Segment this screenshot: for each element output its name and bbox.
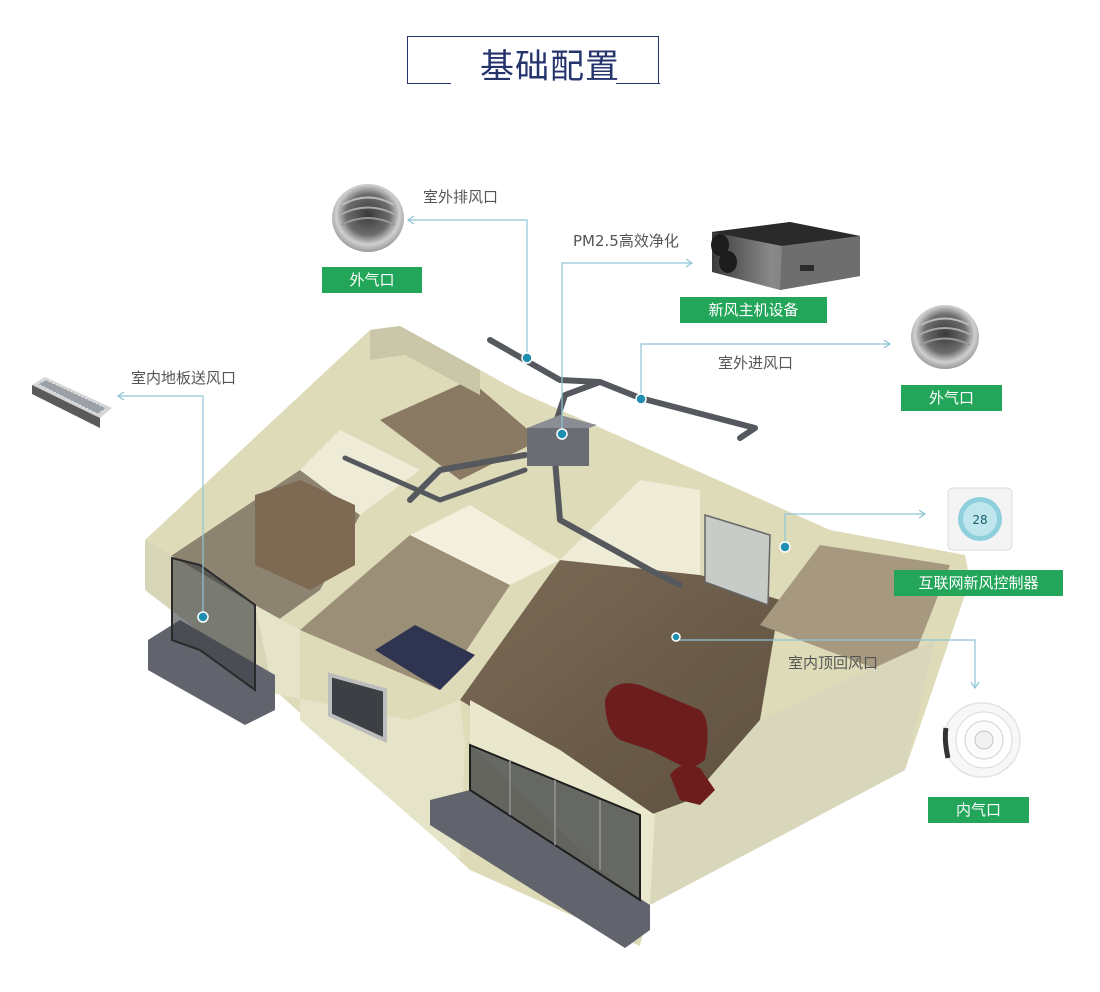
dot-floor-supply [197, 611, 209, 623]
floor-supply-vent-icon [32, 377, 112, 428]
bed [375, 625, 475, 690]
fresh-air-unit-icon [711, 222, 860, 290]
arrow-floor-supply [116, 391, 125, 401]
balcony-left-base [148, 620, 275, 725]
callout-pm25 [561, 262, 692, 432]
dot-exhaust [521, 352, 533, 364]
callout-floor-supply [118, 395, 204, 616]
sofa [605, 683, 708, 770]
arrow-pm25 [685, 258, 694, 268]
badge-outer-left: 外气口 [322, 267, 422, 293]
wardrobe [255, 480, 355, 590]
callout-intake [640, 343, 890, 398]
arrow-exhaust [406, 215, 415, 225]
window-back [704, 513, 771, 607]
balcony-left-glass [171, 556, 256, 692]
arrow-controller [918, 509, 927, 519]
dot-controller [779, 541, 791, 553]
label-outdoor-intake: 室外进风口 [718, 354, 794, 372]
balcony-bottom-base [430, 790, 650, 948]
duct-return [552, 457, 683, 588]
wall-interior-1 [410, 505, 560, 585]
label-indoor-floor-supply: 室内地板送风口 [131, 369, 237, 387]
indoor-return-vent-icon [942, 702, 1021, 778]
window-side [328, 672, 387, 744]
arrow-return [970, 681, 980, 690]
badge-main-unit: 新风主机设备 [680, 297, 827, 323]
callout-arrows [116, 215, 980, 690]
smart-controller-icon: 28 [947, 487, 1013, 551]
page-title: 基础配置 [480, 47, 620, 87]
wall-interior-2 [560, 480, 700, 575]
controller-display-text: 28 [972, 513, 987, 527]
title-frame [406, 36, 660, 84]
outdoor-vent-right-icon [911, 305, 979, 369]
wall-interior-3 [300, 430, 420, 515]
house-model [145, 326, 970, 948]
duct-supply-branch [342, 455, 528, 503]
wall-back [370, 326, 480, 395]
callout-exhaust [408, 219, 528, 356]
wall-right-side [650, 640, 935, 905]
arrow-intake [883, 339, 892, 349]
wall-front-left [255, 605, 465, 860]
callout-lines [118, 219, 976, 688]
armchair [670, 765, 715, 805]
dot-pm25 [556, 428, 568, 440]
callout-dots [197, 352, 791, 642]
duct-intake [597, 379, 758, 441]
label-indoor-top-return: 室内顶回风口 [788, 654, 879, 672]
badge-outer-right: 外气口 [901, 385, 1002, 411]
dot-return [671, 632, 681, 642]
label-outdoor-exhaust: 室外排风口 [423, 188, 499, 206]
badge-inner: 内气口 [928, 797, 1029, 823]
label-pm25: PM2.5高效净化 [573, 232, 679, 250]
outdoor-vent-left-icon [332, 184, 404, 252]
callout-controller [784, 513, 925, 546]
badge-controller: 互联网新风控制器 [894, 570, 1063, 596]
dot-intake [635, 393, 647, 405]
floor-room-top [380, 380, 540, 480]
